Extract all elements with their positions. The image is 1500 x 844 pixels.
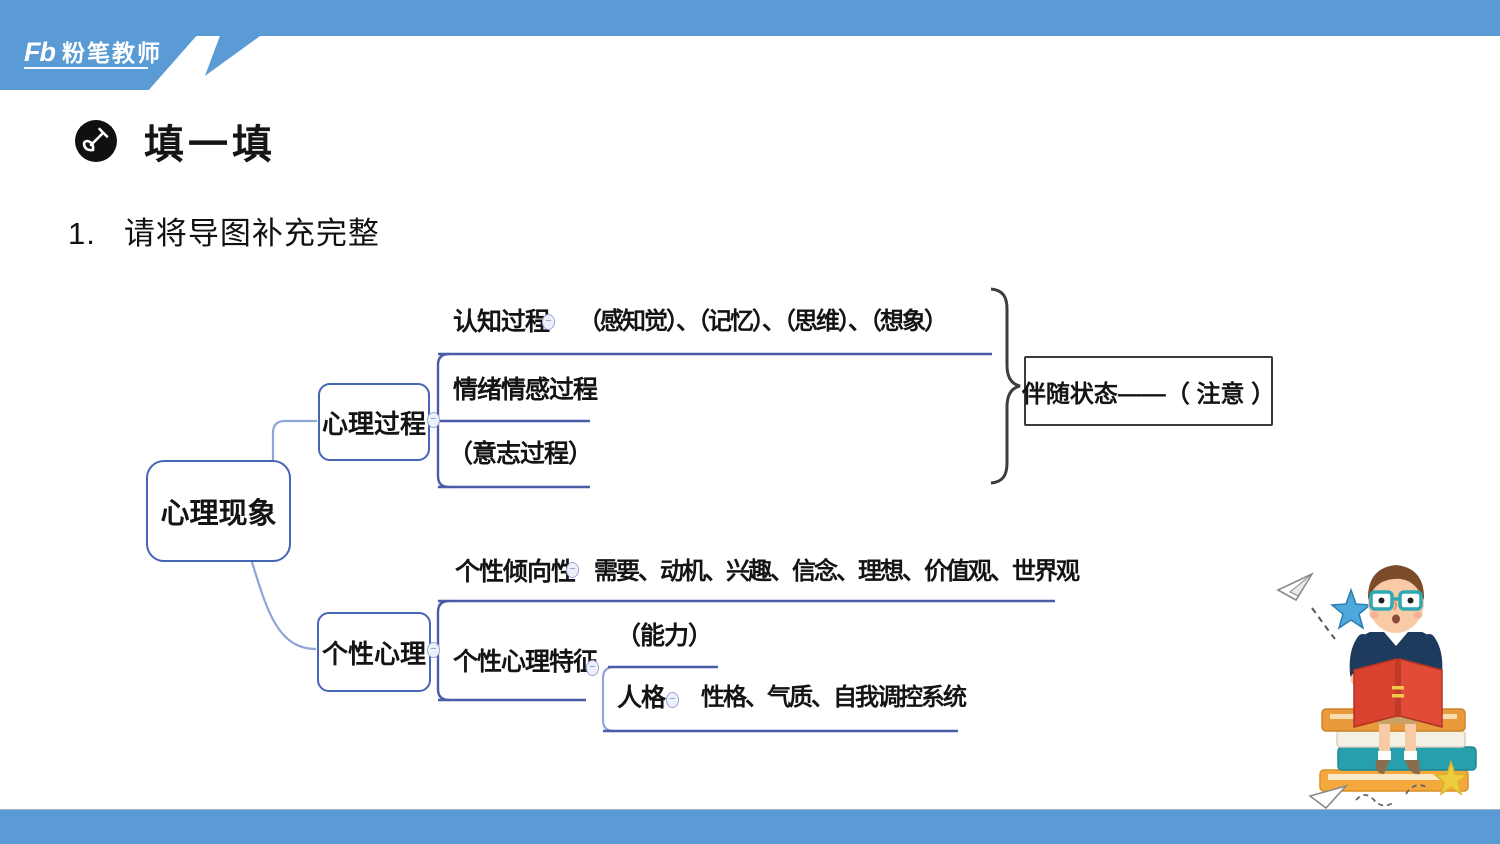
page-title: 填一填 [144, 123, 276, 167]
label-emotion-process: 情绪情感过程 [453, 376, 598, 404]
collapse-toggle-personality[interactable]: − [427, 642, 440, 658]
blue-star-icon [1330, 587, 1372, 630]
question-line: 1. 请将导图补充完整 [68, 208, 380, 253]
banner-wedge [205, 36, 260, 76]
logo-text: 粉笔教师 [62, 40, 162, 66]
label-will-process: （意志过程） [448, 440, 593, 468]
label-cognitive-process: 认知过程 [453, 308, 550, 336]
logo-underline [24, 67, 148, 69]
curly-brace [990, 287, 1021, 485]
bottom-decorations [1308, 759, 1469, 810]
paper-plane-icon [1276, 572, 1315, 602]
logo-fb-mark: Fb [24, 37, 56, 67]
shovel-icon [75, 120, 117, 162]
red-book [1353, 658, 1443, 728]
node-root: 心理现象 [146, 460, 291, 562]
collapse-toggle-process[interactable]: − [427, 412, 440, 428]
label-ability: （能力） [616, 622, 713, 650]
header-bar [0, 0, 1500, 36]
collapse-toggle-tendency[interactable]: − [566, 562, 579, 578]
footer-bar [0, 809, 1500, 844]
label-traits: 个性心理特征 [453, 648, 598, 676]
items-persona: 性格、气质、自我调控系统 [701, 684, 967, 711]
collapse-toggle-persona[interactable]: − [666, 692, 679, 708]
collapse-toggle-traits[interactable]: − [586, 660, 599, 676]
accompany-state-box: 伴随状态——（ 注意 ） [1022, 356, 1275, 426]
book-stack [1319, 708, 1477, 792]
label-tendency: 个性倾向性 [455, 558, 576, 586]
question-number: 1. [68, 216, 96, 251]
reading-boy-illustration [1276, 565, 1477, 810]
items-tendency: 需要、动机、兴趣、信念、理想、价值观、世界观 [594, 558, 1080, 585]
glasses-icon [1369, 590, 1423, 611]
question-text: 请将导图补充完整 [123, 216, 380, 251]
title-row: 填一填 [74, 112, 276, 170]
collapse-toggle-cognitive[interactable]: − [542, 314, 555, 330]
node-personality: 个性心理 [317, 612, 431, 692]
label-persona: 人格 [617, 684, 666, 712]
logo: Fb 粉笔教师 [24, 34, 162, 68]
items-cognitive-process: （感知觉）、（记忆）、（思维）、（想象） [578, 308, 948, 335]
node-process: 心理过程 [318, 383, 430, 461]
reading-boy [1349, 565, 1443, 775]
